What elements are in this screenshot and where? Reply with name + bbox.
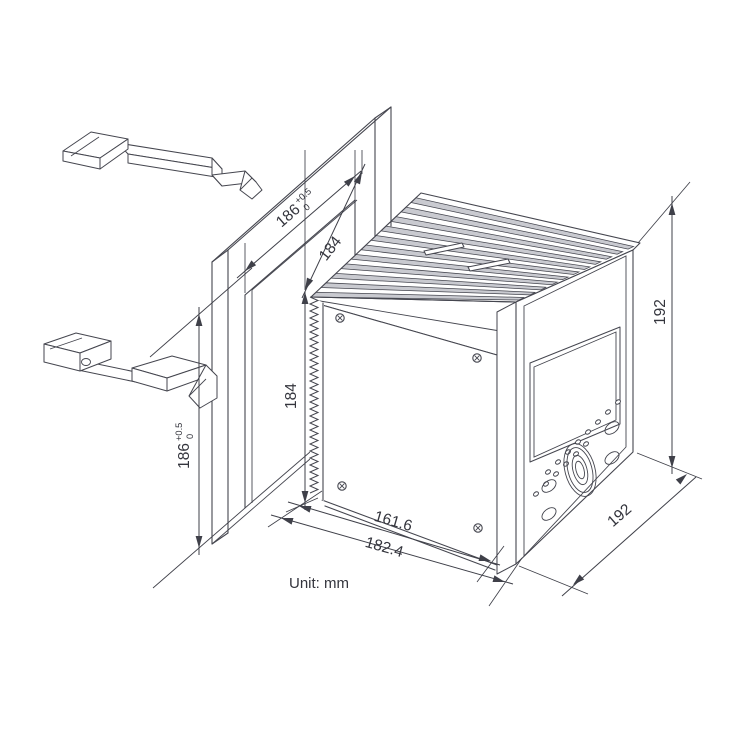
panel-bottom-edge	[211, 458, 311, 545]
led-indicator	[605, 409, 611, 415]
dimension-arrow	[301, 292, 309, 304]
dimension-arrow	[668, 203, 676, 215]
dial-center	[575, 460, 585, 480]
extension-line	[636, 452, 703, 480]
extension-line	[637, 181, 691, 244]
side-panel-screws	[335, 313, 483, 533]
dimension-arrow	[478, 554, 491, 561]
dimension-label-total-depth: 182.4	[363, 534, 405, 561]
dimension-label-bezel-height: 192	[652, 299, 669, 325]
dimension-arrow	[245, 260, 257, 271]
led-indicator	[615, 399, 621, 405]
dial-inner-ring	[571, 454, 589, 486]
dimension-arrow	[343, 176, 355, 187]
dial-outer-ring	[563, 443, 597, 497]
dim-value: 192	[604, 501, 635, 531]
dim-value: 192	[652, 299, 669, 325]
dimension-arrow	[675, 474, 687, 485]
clip-boss	[81, 358, 91, 366]
led-indicator	[585, 429, 591, 435]
led-indicator	[583, 441, 589, 447]
dimension-arrow	[195, 314, 203, 326]
fin-slot	[467, 258, 511, 272]
dimension-line	[270, 514, 514, 585]
button	[541, 479, 557, 493]
dimension-label-cutout-height: 186 +0.5 0	[174, 423, 195, 469]
panel-corner	[374, 106, 392, 119]
screw-cross	[475, 525, 481, 531]
dim-tol-plus: +0.5	[174, 423, 184, 441]
screw-cross	[474, 355, 480, 361]
mounting-clip-top	[62, 131, 263, 200]
dimension-arrow	[305, 277, 314, 290]
dim-value: 182.4	[363, 534, 405, 561]
button	[604, 421, 620, 435]
mounting-panel	[211, 106, 392, 545]
extension-line	[518, 565, 589, 595]
dimension-label-body-side-height: 184	[283, 383, 300, 409]
dimension-line	[561, 476, 697, 597]
bezel-side-face	[496, 301, 517, 575]
button	[604, 451, 620, 465]
panel-cutout	[244, 199, 358, 509]
bezel-inner-frame	[523, 255, 627, 558]
cutout-bottom-edge	[244, 451, 311, 509]
display-screen-inner	[533, 331, 617, 458]
heatsink-chamfer-line	[313, 299, 501, 332]
panel-top-edge-inner	[227, 106, 392, 251]
dimension-label-cutout-width: 186 +0.5 0	[273, 186, 313, 231]
top-face-outline	[310, 192, 641, 303]
dimension-label-bezel-width: 192	[604, 501, 635, 531]
dimension-graphics	[149, 150, 703, 607]
dimension-arrow	[195, 536, 203, 548]
extension-line	[476, 545, 505, 583]
dial-ring	[566, 447, 594, 493]
led-indicator	[545, 469, 551, 475]
meter-body	[308, 192, 641, 575]
dimension-arrow	[353, 172, 362, 185]
dimension-line	[236, 170, 362, 279]
dimension-arrow	[492, 575, 505, 582]
dimension-arrow	[281, 518, 294, 525]
dim-tol-minus: 0	[301, 202, 311, 213]
dim-tol-minus: 0	[185, 434, 195, 439]
panel-corner	[211, 249, 229, 263]
heatsink-serration	[308, 296, 320, 494]
button	[541, 507, 557, 521]
extension-line	[267, 490, 323, 528]
heatsink-fins	[310, 197, 635, 301]
cutout-top-edge-inner	[251, 199, 358, 291]
screw-cross	[339, 483, 345, 489]
rotary-dial	[563, 443, 597, 497]
led-indicator	[533, 491, 539, 497]
dimension-line	[301, 163, 366, 299]
cutout-top-edge	[244, 199, 356, 296]
dimension-arrow	[573, 574, 585, 585]
dimension-arrow	[299, 506, 312, 513]
serration-zigzag	[308, 296, 320, 494]
dimension-line	[287, 501, 501, 566]
screw-cross	[337, 315, 343, 321]
unit-note: Unit: mm	[289, 575, 349, 592]
extension-line	[149, 267, 253, 358]
dimension-arrow	[301, 491, 309, 503]
led-indicator	[555, 459, 561, 465]
led-indicator	[595, 419, 601, 425]
panel-top-edge	[211, 117, 376, 263]
dim-value: 184	[283, 383, 300, 409]
dimension-arrow	[668, 456, 676, 468]
mounting-clip-left	[43, 332, 218, 409]
front-bezel	[515, 249, 634, 565]
dim-value: 186	[176, 443, 193, 469]
led-indicator	[553, 471, 559, 477]
extension-line	[285, 497, 319, 513]
fin-slot	[423, 242, 465, 256]
